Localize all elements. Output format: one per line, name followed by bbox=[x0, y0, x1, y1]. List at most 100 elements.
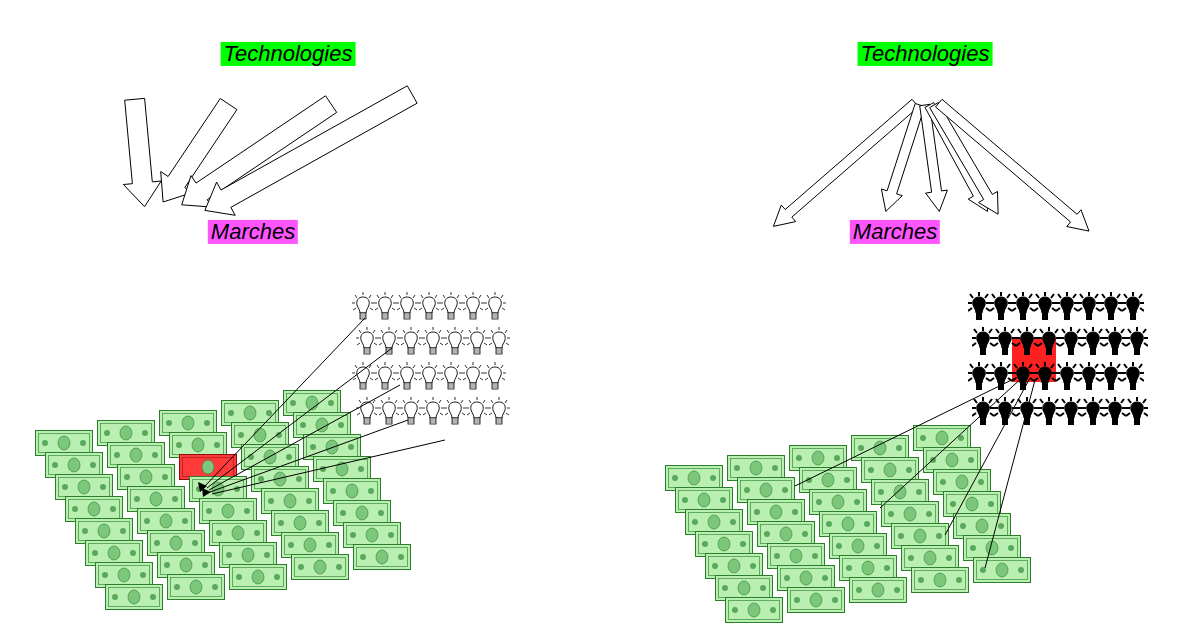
plane-label: Marches bbox=[850, 220, 940, 244]
lightbulb bbox=[1056, 292, 1078, 320]
plane: Marches bbox=[5, 186, 470, 280]
dollar-bill bbox=[872, 480, 929, 505]
lightbulb bbox=[1100, 362, 1122, 390]
dollar-bills bbox=[36, 391, 411, 610]
dollar-bill bbox=[944, 492, 1001, 517]
dollar-bill bbox=[96, 563, 153, 588]
lightbulb bbox=[1078, 292, 1100, 320]
lightbulb bbox=[466, 327, 488, 354]
lightbulb bbox=[1060, 327, 1082, 355]
dollar-bill bbox=[768, 544, 825, 569]
dollar-bill bbox=[778, 566, 835, 591]
dollar-bill bbox=[934, 470, 991, 495]
arrowheads bbox=[198, 482, 211, 497]
dollar-bill bbox=[974, 558, 1031, 583]
lightbulb bbox=[1038, 327, 1060, 355]
dollar-bill bbox=[46, 453, 103, 478]
lightbulb bbox=[1034, 292, 1056, 320]
dollar-bill bbox=[726, 598, 783, 623]
lightbulb bbox=[378, 397, 400, 424]
plane-label: Marches bbox=[208, 220, 298, 244]
dollar-bill bbox=[230, 565, 287, 590]
dollar-bill bbox=[324, 479, 381, 504]
dollar-bill bbox=[210, 521, 267, 546]
lightbulb bbox=[418, 362, 440, 389]
lightbulb bbox=[1060, 397, 1082, 425]
lightbulb bbox=[1082, 397, 1104, 425]
lightbulb bbox=[418, 292, 440, 319]
lightbulb bbox=[1104, 327, 1126, 355]
dollar-bill bbox=[758, 522, 815, 547]
lightbulb bbox=[440, 292, 462, 319]
lightbulb bbox=[1126, 327, 1148, 355]
dollar-bill bbox=[882, 502, 939, 527]
block-arrow bbox=[123, 98, 161, 206]
lightbulb bbox=[1016, 327, 1038, 355]
dollar-bill bbox=[272, 511, 329, 536]
dollar-bill bbox=[354, 545, 411, 570]
dollar-bill bbox=[728, 456, 785, 481]
lightbulb bbox=[968, 362, 990, 390]
dollar-bill bbox=[160, 411, 217, 436]
lightbulb bbox=[356, 397, 378, 424]
dollar-bill bbox=[108, 443, 165, 468]
dollar-bill bbox=[344, 523, 401, 548]
lightbulb bbox=[1012, 362, 1034, 390]
dollar-bill bbox=[686, 510, 743, 535]
dollar-bill bbox=[676, 488, 733, 513]
dollar-bill bbox=[128, 487, 185, 512]
dollar-bill bbox=[902, 546, 959, 571]
dollar-bill bbox=[810, 490, 867, 515]
dollar-bill bbox=[86, 541, 143, 566]
dollar-bill bbox=[852, 436, 909, 461]
dollar-bill bbox=[790, 446, 847, 471]
dollar-bill bbox=[788, 588, 845, 613]
lightbulb bbox=[462, 292, 484, 319]
dollar-bill bbox=[56, 475, 113, 500]
dollar-bill bbox=[76, 519, 133, 544]
lightbulb bbox=[352, 292, 374, 319]
lightbulb bbox=[1082, 327, 1104, 355]
lightbulb bbox=[1034, 362, 1056, 390]
lightbulb bbox=[1104, 397, 1126, 425]
dollar-bill bbox=[262, 489, 319, 514]
leader-lines bbox=[205, 318, 1035, 568]
dollar-bill bbox=[914, 426, 971, 451]
plane-label: Technologies bbox=[221, 42, 356, 66]
lightbulb bbox=[968, 292, 990, 320]
dollar-bill bbox=[716, 576, 773, 601]
dollar-bill bbox=[220, 543, 277, 568]
dollar-bill bbox=[180, 455, 237, 480]
dollar-bill bbox=[138, 509, 195, 534]
lightbulb bbox=[1056, 362, 1078, 390]
lightbulb bbox=[990, 362, 1012, 390]
plane: Marches bbox=[645, 186, 1180, 280]
dollar-bill bbox=[964, 536, 1021, 561]
dollar-bill bbox=[840, 556, 897, 581]
lightbulb bbox=[422, 327, 444, 354]
lightbulb bbox=[1078, 362, 1100, 390]
dollar-bill bbox=[252, 467, 309, 492]
lightbulb bbox=[374, 362, 396, 389]
dollar-bill bbox=[168, 575, 225, 600]
dollar-bill bbox=[706, 554, 763, 579]
lightbulb bbox=[444, 397, 466, 424]
dollar-bill bbox=[912, 568, 969, 593]
plane: Technologies bbox=[645, 10, 1115, 106]
dollar-bill bbox=[696, 532, 753, 557]
plane-label: Technologies bbox=[858, 42, 993, 66]
lightbulb bbox=[484, 362, 506, 389]
dollar-bill bbox=[232, 423, 289, 448]
lightbulb bbox=[374, 292, 396, 319]
dollar-bill bbox=[106, 585, 163, 610]
dollar-bill bbox=[158, 553, 215, 578]
dollar-bill bbox=[118, 465, 175, 490]
dollar-bill bbox=[148, 531, 205, 556]
lightbulb bbox=[444, 327, 466, 354]
block-arrow bbox=[936, 99, 1090, 231]
dollar-bill bbox=[850, 578, 907, 603]
lightbulbs bbox=[352, 292, 510, 424]
dollar-bill bbox=[66, 497, 123, 522]
